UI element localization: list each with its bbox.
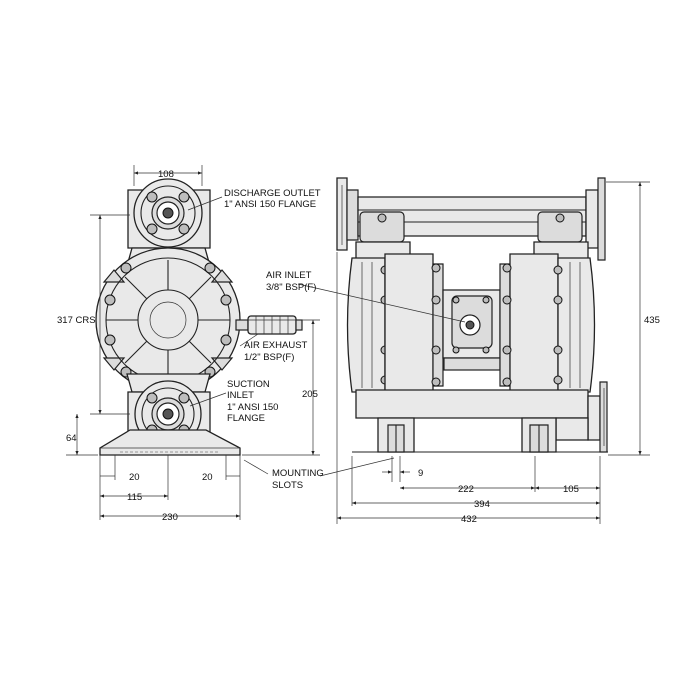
side-top-manifold xyxy=(357,196,587,243)
side-discharge-flange-right xyxy=(585,177,606,261)
dimension-values: 108 317 CRS 64 205 20 20 115 230 435 9 2… xyxy=(57,169,660,525)
suction-inlet-label-1: SUCTION xyxy=(227,379,270,390)
front-air-chamber xyxy=(95,247,241,393)
side-lower-manifold xyxy=(355,381,608,453)
dim-20-right: 20 xyxy=(202,472,213,483)
air-inlet-label: AIR INLET xyxy=(266,270,312,281)
side-foot-right xyxy=(521,417,557,453)
dim-230: 230 xyxy=(162,512,178,523)
discharge-outlet-spec: 1" ANSI 150 FLANGE xyxy=(224,199,316,210)
side-center-block xyxy=(442,289,501,371)
dim-317-crs: 317 CRS xyxy=(57,315,96,326)
side-discharge-flange-left xyxy=(336,177,359,251)
dim-115: 115 xyxy=(127,492,142,503)
dim-432: 432 xyxy=(461,514,477,525)
dim-394: 394 xyxy=(474,499,490,510)
side-air-cap-left xyxy=(384,253,444,397)
suction-inlet-label-2: INLET xyxy=(227,390,254,401)
dim-105: 105 xyxy=(563,484,579,495)
callout-labels: DISCHARGE OUTLET 1" ANSI 150 FLANGE AIR … xyxy=(224,188,324,491)
dim-9: 9 xyxy=(418,468,423,479)
front-discharge-flange xyxy=(133,178,203,248)
air-exhaust-label: AIR EXHAUST xyxy=(244,340,308,351)
mounting-slots-label-1: MOUNTING xyxy=(272,468,324,479)
front-air-exhaust-muffler xyxy=(235,315,303,335)
side-view xyxy=(336,177,608,453)
dim-108: 108 xyxy=(158,169,174,180)
side-fluid-chamber-right xyxy=(553,257,596,393)
dimension-lines xyxy=(66,165,650,524)
dim-20-left: 20 xyxy=(129,472,140,483)
air-inlet-spec: 3/8" BSP(F) xyxy=(266,282,316,293)
discharge-outlet-label: DISCHARGE OUTLET xyxy=(224,188,321,199)
front-view xyxy=(95,178,303,456)
suction-inlet-flange: FLANGE xyxy=(227,413,265,424)
side-foot-left xyxy=(377,417,415,453)
leader-lines xyxy=(187,196,466,477)
mounting-slots-label-2: SLOTS xyxy=(272,480,303,491)
front-base xyxy=(99,429,241,456)
side-fluid-chamber-left xyxy=(346,257,390,393)
dim-222: 222 xyxy=(458,484,474,495)
dim-64: 64 xyxy=(66,433,77,444)
suction-inlet-spec: 1" ANSI 150 xyxy=(227,402,278,413)
dim-435: 435 xyxy=(644,315,660,326)
side-air-cap-right xyxy=(499,253,559,397)
dim-205: 205 xyxy=(302,389,318,400)
air-exhaust-spec: 1/2" BSP(F) xyxy=(244,352,294,363)
